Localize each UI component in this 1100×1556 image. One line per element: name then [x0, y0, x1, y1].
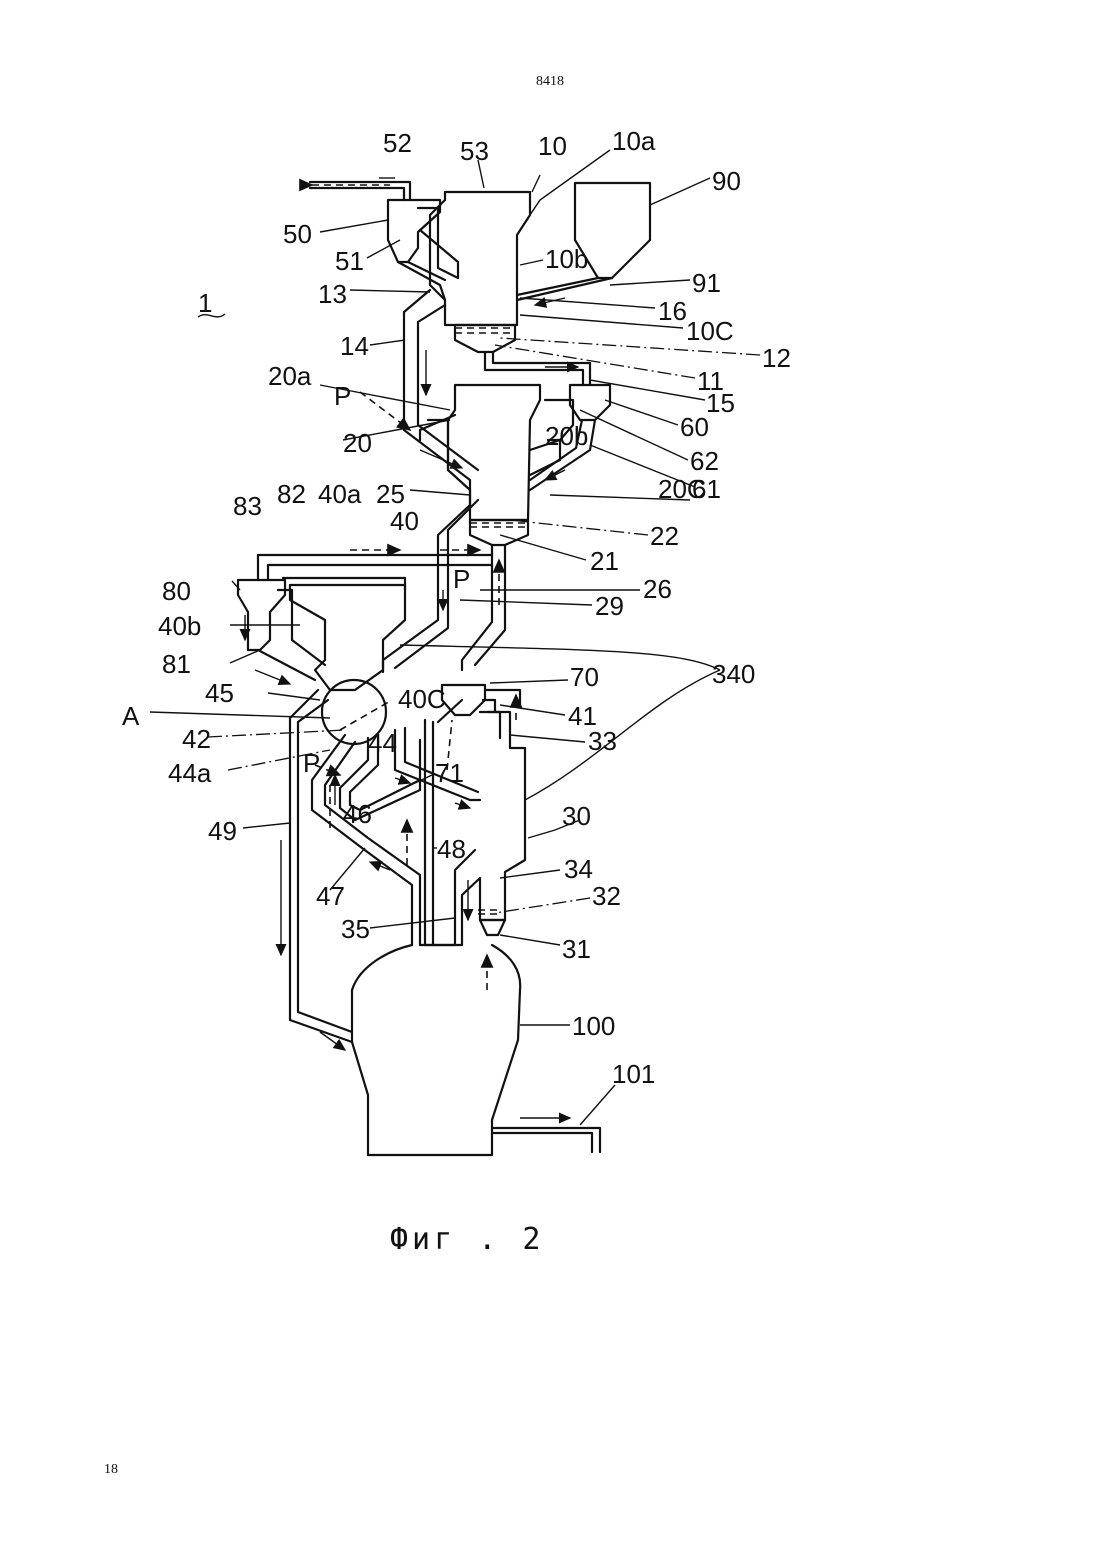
page-number-bottom: 18: [104, 1462, 118, 1478]
label-p3: P: [303, 748, 320, 778]
label-42: 42: [182, 724, 211, 754]
label-p1: P: [334, 381, 351, 411]
label-340: 340: [712, 659, 755, 689]
label-10c: 10C: [686, 316, 734, 346]
duct-15: [485, 352, 590, 385]
label-40b: 40b: [158, 611, 201, 641]
label-15: 15: [706, 388, 735, 418]
duct-49: [281, 690, 352, 1050]
label-51: 51: [335, 246, 364, 276]
label-52: 52: [383, 128, 412, 158]
label-49: 49: [208, 816, 237, 846]
label-60: 60: [680, 412, 709, 442]
label-20b: 20b: [545, 421, 588, 451]
label-26: 26: [643, 574, 672, 604]
label-p2: P: [453, 564, 470, 594]
furnace-100: [352, 945, 600, 1155]
label-12: 12: [762, 343, 791, 373]
label-33: 33: [588, 726, 617, 756]
label-91: 91: [692, 268, 721, 298]
label-81: 81: [162, 649, 191, 679]
label-82: 82: [277, 479, 306, 509]
label-80: 80: [162, 576, 191, 606]
label-48: 48: [437, 834, 466, 864]
label-30: 30: [562, 801, 591, 831]
label-a: A: [122, 701, 140, 731]
label-40c: 40C: [398, 684, 446, 714]
label-1: 1: [198, 288, 212, 318]
label-53: 53: [460, 136, 489, 166]
label-34: 34: [564, 854, 593, 884]
cyclone-50: [388, 200, 458, 300]
label-35: 35: [341, 914, 370, 944]
label-14: 14: [340, 331, 369, 361]
label-25: 25: [376, 479, 405, 509]
label-50: 50: [283, 219, 312, 249]
label-40a: 40a: [318, 479, 362, 509]
label-10a: 10a: [612, 126, 656, 156]
column-30: [462, 712, 525, 990]
label-21: 21: [590, 546, 619, 576]
label-90: 90: [712, 166, 741, 196]
label-20a: 20a: [268, 361, 312, 391]
label-10: 10: [538, 131, 567, 161]
label-47: 47: [316, 881, 345, 911]
label-13: 13: [318, 279, 347, 309]
label-10b: 10b: [545, 244, 588, 274]
label-40: 40: [390, 506, 419, 536]
figure-caption: Фиг . 2: [390, 1222, 544, 1257]
label-45: 45: [205, 678, 234, 708]
vessel-40: [255, 585, 405, 744]
label-22: 22: [650, 521, 679, 551]
downcomer-14: [404, 290, 478, 490]
label-100: 100: [572, 1011, 615, 1041]
label-32: 32: [592, 881, 621, 911]
label-44: 44: [368, 728, 397, 758]
label-61: 61: [692, 474, 721, 504]
label-62: 62: [690, 446, 719, 476]
label-101: 101: [612, 1059, 655, 1089]
label-83: 83: [233, 491, 262, 521]
label-46: 46: [343, 799, 372, 829]
cyclone-70: [442, 685, 520, 720]
exhaust-duct-52: [310, 182, 410, 200]
label-16: 16: [658, 296, 687, 326]
label-29: 29: [595, 591, 624, 621]
label-20: 20: [343, 428, 372, 458]
label-71: 71: [435, 758, 464, 788]
label-31: 31: [562, 934, 591, 964]
label-70: 70: [570, 662, 599, 692]
label-44a: 44a: [168, 758, 212, 788]
